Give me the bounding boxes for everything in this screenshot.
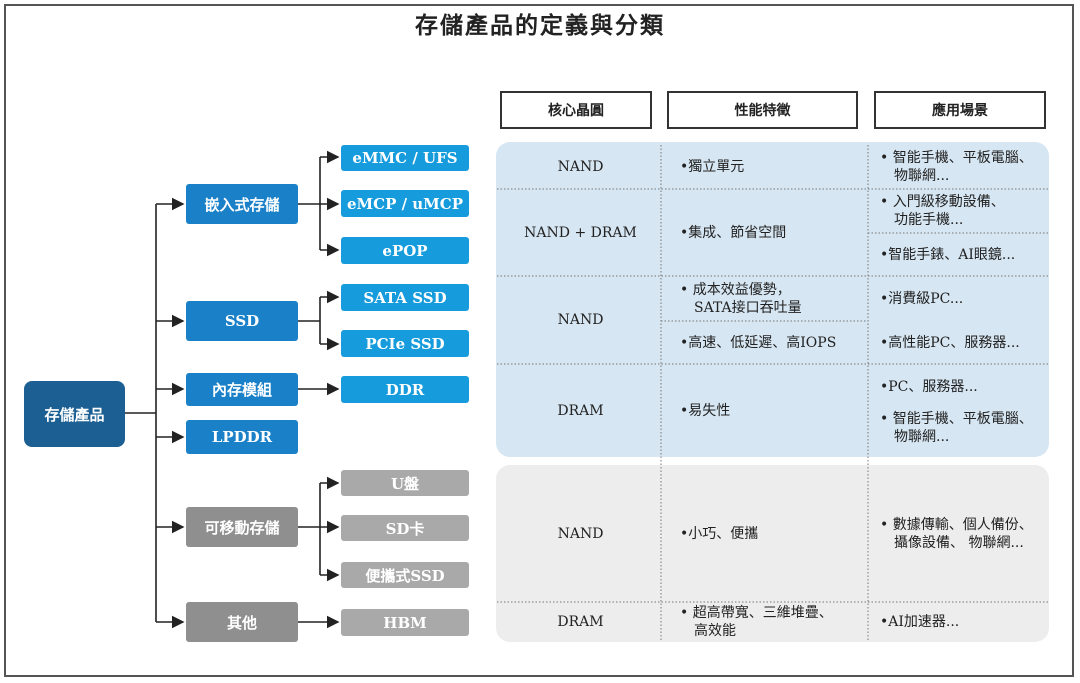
row5-feature: 小巧、便攜 <box>680 465 865 602</box>
category-removable: 可移動存儲 <box>186 507 298 547</box>
row3-feature-a: 成本效益優勢，SATA接口吞吐量 <box>680 276 865 321</box>
product-portable-ssd: 便攜式SSD <box>341 562 469 588</box>
row3-wafer: NAND <box>557 312 604 328</box>
product-hbm: HBM <box>341 609 469 636</box>
category-memory-module: 內存模組 <box>186 373 298 406</box>
row2-wafer: NAND + DRAM <box>524 224 637 241</box>
row1-application: 智能手機、平板電腦、物聯網... <box>880 145 1048 189</box>
header-core-wafer: 核心晶圓 <box>500 91 652 129</box>
row2-application-b: 智能手錶、AI眼鏡... <box>880 233 1048 276</box>
row3-feature-b: 高速、低延遲、高IOPS <box>680 321 865 364</box>
row4-wafer: DRAM <box>557 402 604 419</box>
product-pcie-ssd: PCIe SSD <box>341 330 469 357</box>
category-ssd: SSD <box>186 301 298 341</box>
product-sd-card: SD卡 <box>341 515 469 541</box>
category-embedded: 嵌入式存儲 <box>186 184 298 224</box>
category-lpddr: LPDDR <box>186 420 298 454</box>
row1-feature: 獨立單元 <box>680 145 865 189</box>
product-emcp-umcp: eMCP / uMCP <box>341 190 469 217</box>
row3-application-a: 消費級PC... <box>880 276 1048 321</box>
row2-feature: 集成、節省空間 <box>680 189 865 276</box>
row1-wafer: NAND <box>557 159 604 175</box>
row6-wafer: DRAM <box>557 614 604 630</box>
row4-application-a: PC、服務器... <box>880 372 1048 402</box>
row3-application-b: 高性能PC、服務器... <box>880 321 1048 364</box>
product-ddr: DDR <box>341 376 469 403</box>
category-other: 其他 <box>186 602 298 642</box>
product-epop: ePOP <box>341 237 469 264</box>
root-node: 存儲產品 <box>24 381 125 447</box>
row6-feature: 超高帶寬、三維堆疊、高效能 <box>680 602 865 642</box>
row5-application: 數據傳輸、個人備份、攝像設備、 物聯網... <box>880 465 1048 602</box>
header-performance: 性能特徵 <box>667 91 858 129</box>
header-application: 應用場景 <box>874 91 1046 129</box>
product-usb-drive: U盤 <box>341 470 469 496</box>
row4-application-b: 智能手機、平板電腦、物聯網... <box>880 406 1048 450</box>
row6-application: AI加速器... <box>880 602 1048 642</box>
figure-frame <box>4 4 1074 677</box>
row2-application-a: 入門級移動設備、功能手機... <box>880 189 1048 233</box>
row4-feature: 易失性 <box>680 364 865 457</box>
product-emmc-ufs: eMMC / UFS <box>341 145 469 171</box>
product-sata-ssd: SATA SSD <box>341 284 469 311</box>
row5-wafer: NAND <box>557 525 604 542</box>
figure-title: 存儲產品的定義與分類 <box>415 12 665 39</box>
